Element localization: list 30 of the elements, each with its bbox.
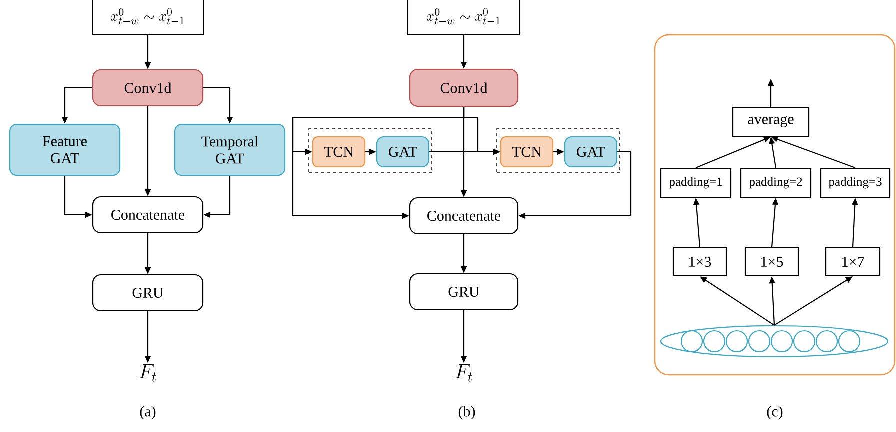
panel-frame — [654, 34, 896, 376]
neuron-layer-drawing — [660, 325, 889, 358]
output-symbol: $F_t$ — [456, 364, 472, 382]
process-box: GRU — [409, 273, 519, 311]
process-box: padding=1 — [660, 168, 732, 198]
process-box: Temporal GAT — [174, 124, 286, 176]
process-box: 1×7 — [825, 247, 881, 277]
process-box: 1×3 — [672, 247, 728, 277]
process-box: Concatenate — [92, 196, 204, 234]
process-box: Concatenate — [409, 197, 519, 235]
panel-label: (a) — [140, 406, 156, 420]
input-box: $x_{t-w}^{0}\sim x_{t-1}^{0}$ — [408, 0, 520, 35]
input-box: $x_{t-w}^{0}\sim x_{t-1}^{0}$ — [92, 0, 204, 35]
process-box: TCN — [312, 136, 366, 168]
process-box: GAT — [376, 136, 430, 168]
dashed-group-box — [308, 128, 432, 174]
process-box: TCN — [500, 136, 554, 168]
dashed-group-box — [496, 128, 620, 174]
panel-label: (c) — [767, 406, 783, 420]
panel-label: (b) — [458, 406, 476, 420]
output-symbol: $F_t$ — [140, 364, 156, 382]
process-box: average — [732, 106, 810, 138]
process-box: padding=2 — [740, 168, 812, 198]
process-box: Conv1d — [409, 68, 519, 108]
process-box: padding=3 — [820, 168, 891, 198]
process-box: Conv1d — [92, 69, 204, 107]
process-box: GRU — [92, 274, 204, 312]
process-box: 1×5 — [744, 247, 800, 277]
process-box: GAT — [564, 136, 618, 168]
process-box: Feature GAT — [9, 124, 121, 176]
